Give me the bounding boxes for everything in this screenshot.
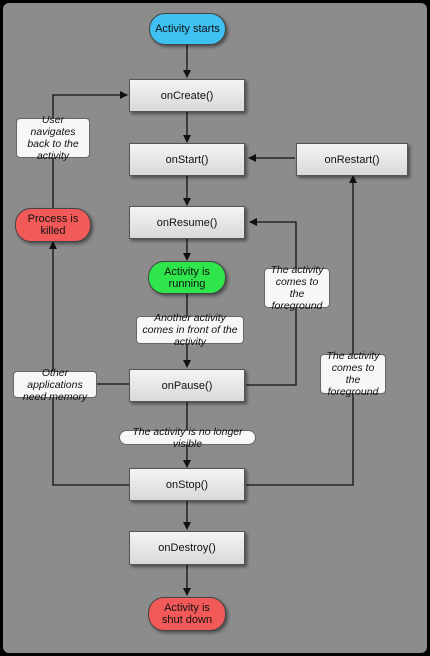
process-killed-node: Process is killed (15, 208, 91, 242)
note-user-navigates-back: User navigates back to the activity (16, 114, 90, 162)
note-foreground-resume: The activity comes to the foreground (264, 264, 330, 312)
note-other-apps-memory: Other applications need memory (13, 367, 97, 403)
on-start-box: onStart() (129, 143, 245, 176)
arrow-stop-to-restart (246, 175, 357, 486)
note-foreground-restart: The activity comes to the foreground (320, 350, 386, 398)
arrow-pause-to-killed (49, 241, 129, 385)
note-another-activity: Another activity comes in front of the a… (136, 312, 244, 348)
line-stop-to-left (52, 384, 129, 486)
on-resume-box: onResume() (129, 206, 245, 239)
arrow-killed-to-create (52, 91, 128, 208)
note-no-longer-visible: The activity is no longer visible (119, 426, 256, 450)
on-destroy-box: onDestroy() (129, 531, 245, 565)
on-restart-box: onRestart() (296, 143, 408, 176)
on-stop-box: onStop() (129, 468, 245, 501)
lifecycle-diagram: Activity starts onCreate() onStart() onR… (3, 3, 427, 653)
on-create-box: onCreate() (129, 79, 245, 112)
activity-shut-down-node: Activity is shut down (148, 597, 226, 631)
activity-starts-node: Activity starts (149, 13, 226, 45)
on-pause-box: onPause() (129, 369, 245, 402)
activity-running-node: Activity is running (148, 261, 226, 294)
